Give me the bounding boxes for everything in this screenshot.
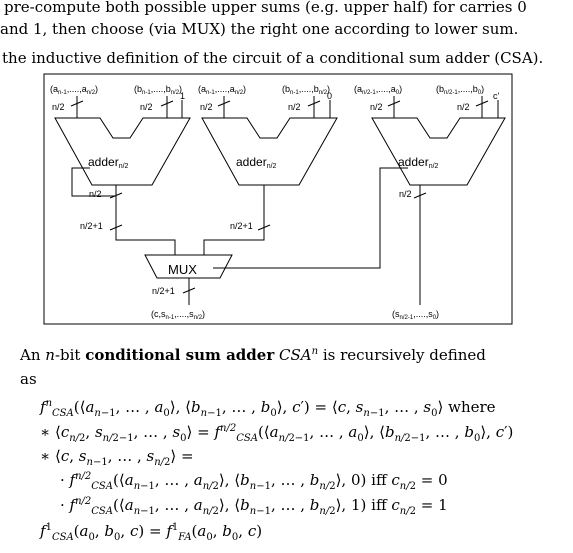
adder1-carry-in: 1 <box>180 91 185 101</box>
diagram-frame <box>43 73 513 325</box>
mux-label: MUX <box>168 262 197 277</box>
intro-line-2: and 1, then choose (via MUX) the right o… <box>0 20 519 38</box>
intro-line-1: pre-compute both possible upper sums (e.… <box>4 0 527 16</box>
mux-shape <box>144 254 233 279</box>
mux-out-width: n/2+1 <box>152 286 175 296</box>
adder2-in-b-width: n/2 <box>288 102 301 112</box>
input-b-upper-label: (bn-1,....,bn/2) <box>134 84 182 96</box>
csa-circuit-diagram: (an-1,....,an/2) (bn-1,....,bn/2) (an-1,… <box>43 73 513 325</box>
formula-upper-sum: ∗ ⟨c, sn−1, … , sn/2⟩ = <box>40 447 194 468</box>
adder2-in-a-width: n/2 <box>200 102 213 112</box>
definition-line-1: An n-bit conditional sum adder CSAn is r… <box>20 346 486 364</box>
adder-2-label: addern/2 <box>236 155 277 170</box>
adder3-in-b-width: n/2 <box>457 102 470 112</box>
output-lower-label: (sn/2-1,....,s0) <box>392 309 439 321</box>
adder-2-shape <box>201 117 338 186</box>
adder1-wire-width: n/2+1 <box>80 221 103 231</box>
adder1-in-a-width: n/2 <box>52 102 65 112</box>
output-upper-label: (c,sn-1,....,sn/2) <box>151 309 205 321</box>
adder-3-label: addern/2 <box>398 155 439 170</box>
input-a-lower-label: (an/2-1,....,a0) <box>354 84 402 96</box>
adder3-in-a-width: n/2 <box>370 102 383 112</box>
intro-line-3: the inductive definition of the circuit … <box>2 49 544 67</box>
adder-1-shape <box>54 117 191 186</box>
adder3-carry-in: c' <box>493 91 500 101</box>
adder-3-shape <box>371 117 506 186</box>
formula-csa-n: fnCSA(⟨an−1, … , a0⟩, ⟨bn−1, … , b0⟩, c′… <box>40 398 496 419</box>
adder2-carry-in: 0 <box>327 91 332 101</box>
adder1-out-width: n/2 <box>89 189 102 199</box>
input-a-upper-label-2: (an-1,....,an/2) <box>198 84 246 96</box>
formula-base-case: f1CSA(a0, b0, c) = f1FA(a0, b0, c) <box>40 522 263 543</box>
adder2-wire-width: n/2+1 <box>230 221 253 231</box>
adder-1-label: addern/2 <box>88 155 129 170</box>
formula-case-1: · fn/2CSA(⟨an−1, … , an/2⟩, ⟨bn−1, … , b… <box>60 496 448 517</box>
where-text: where <box>448 398 496 416</box>
input-b-upper-label-2: (bn-1,....,bn/2) <box>282 84 330 96</box>
definition-line-2: as <box>20 370 37 388</box>
input-a-upper-label: (an-1,....,an/2) <box>50 84 98 96</box>
adder1-in-b-width: n/2 <box>140 102 153 112</box>
input-b-lower-label: (bn/2-1,....,b0) <box>436 84 484 96</box>
formula-case-0: · fn/2CSA(⟨an−1, … , an/2⟩, ⟨bn−1, … , b… <box>60 471 448 492</box>
adder3-out-width: n/2 <box>399 189 412 199</box>
formula-lower-sum: ∗ ⟨cn/2, sn/2−1, … , s0⟩ = fn/2CSA(⟨an/2… <box>40 423 514 444</box>
